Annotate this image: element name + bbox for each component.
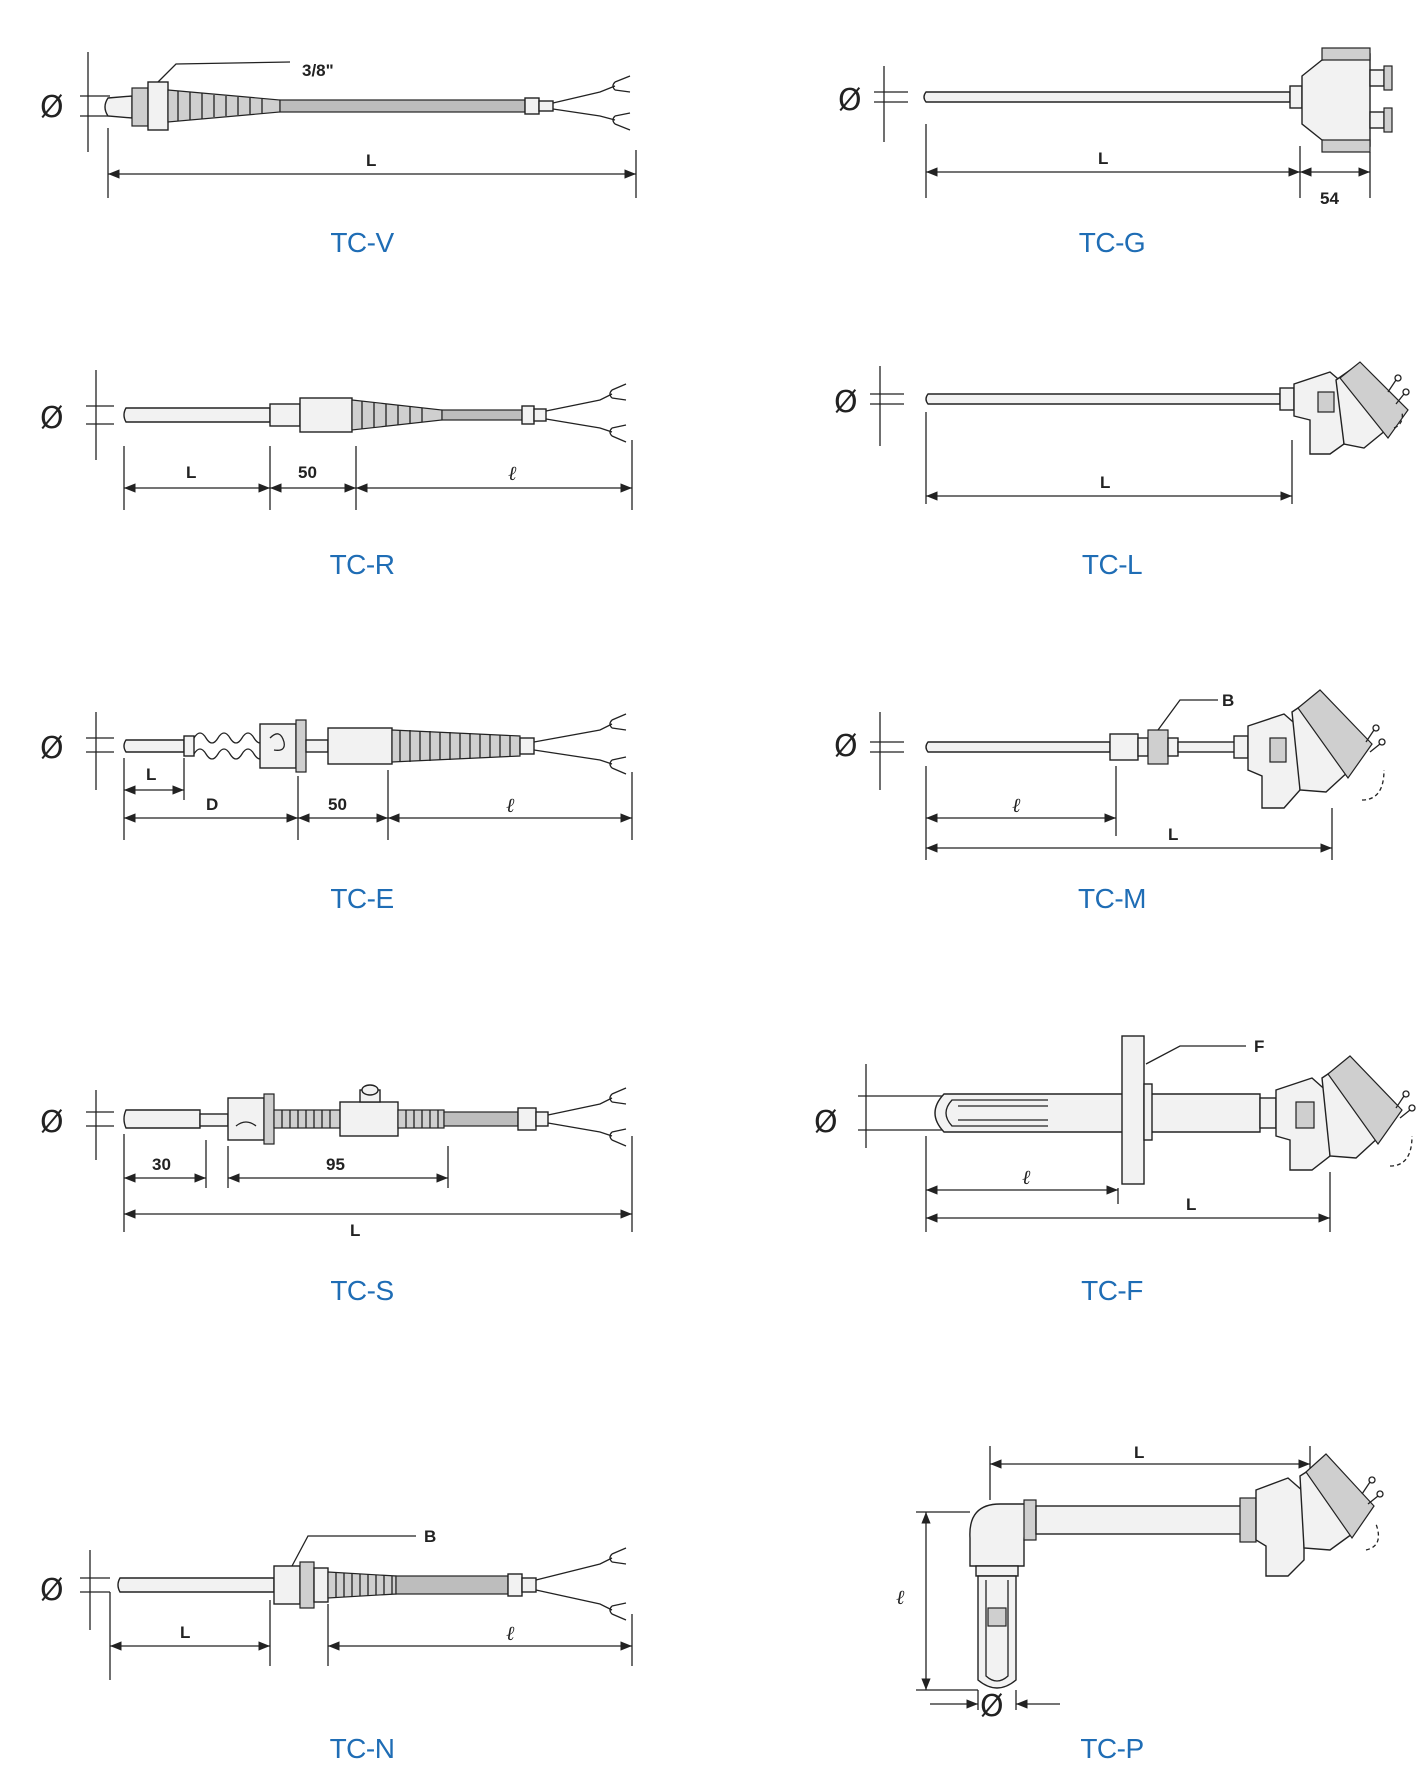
fitting-label: B [424,1527,436,1546]
mid-length-label: 95 [326,1155,345,1174]
head-length-label: 54 [1320,189,1339,208]
caption-tc-p: TC-P [1080,1733,1143,1764]
mid-length-label: 50 [328,795,347,814]
length-label: L [1186,1195,1196,1214]
caption-tc-f: TC-F [1081,1275,1143,1306]
probe-tc-f: Ø F ℓ L TC-F [814,1035,1416,1306]
flange-label: F [1254,1037,1264,1056]
d-length-label: D [206,795,218,814]
caption-tc-n: TC-N [330,1733,395,1764]
diameter-label: Ø [40,1105,64,1140]
insert-length-label: ℓ [896,1585,905,1609]
insert-length-label: ℓ [1012,793,1021,817]
length-label: L [186,463,196,482]
lead-length-label: ℓ [506,793,515,817]
length-label: L [366,151,376,170]
tip-length-label: 30 [152,1155,171,1174]
length-label: L [1168,825,1178,844]
lead-length-label: ℓ [506,1621,515,1645]
diameter-label: Ø [40,401,64,436]
fitting-label: B [1222,691,1234,710]
mid-length-label: 50 [298,463,317,482]
caption-tc-g: TC-G [1079,227,1145,258]
diameter-label: Ø [980,1689,1004,1724]
thread-label: 3/8" [302,61,334,80]
probe-tc-m: Ø B ℓ L TC-M [834,689,1386,914]
length-label: L [1134,1443,1144,1462]
diameter-label: Ø [838,83,862,118]
probe-tc-v: Ø 3/8" L TC-V [40,52,637,258]
diameter-label: Ø [834,729,858,764]
probe-tc-p: L ℓ Ø TC-P [896,1443,1384,1764]
lead-length-label: ℓ [508,461,517,485]
caption-tc-m: TC-M [1078,883,1146,914]
caption-tc-l: TC-L [1082,549,1142,580]
caption-tc-r: TC-R [330,549,395,580]
probe-tc-g: Ø L 54 TC-G [838,47,1393,258]
tip-length-label: L [146,765,156,784]
probe-tc-l: Ø L TC-L [834,361,1410,580]
length-label: L [180,1623,190,1642]
length-label: L [1098,149,1108,168]
diameter-label: Ø [834,385,858,420]
diameter-label: Ø [40,1573,64,1608]
caption-tc-s: TC-S [330,1275,393,1306]
probe-tc-n: Ø B L ℓ TC-N [40,1527,633,1764]
probe-tc-s: Ø 30 95 L [40,1084,633,1306]
length-label: L [1100,473,1110,492]
probe-tc-e: Ø L D 50 ℓ TC-E [40,712,633,914]
insert-length-label: ℓ [1022,1165,1031,1189]
probe-tc-r: Ø L 50 ℓ TC-R [40,370,633,580]
diameter-label: Ø [40,90,64,125]
length-label: L [350,1221,360,1240]
diameter-label: Ø [40,731,64,766]
caption-tc-v: TC-V [330,227,394,258]
diameter-label: Ø [814,1105,838,1140]
caption-tc-e: TC-E [330,883,393,914]
